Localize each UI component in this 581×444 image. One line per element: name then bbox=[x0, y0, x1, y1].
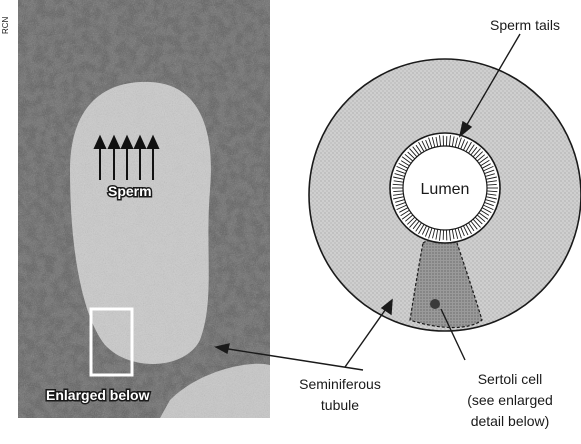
tubule-leader bbox=[345, 306, 388, 367]
sperm-tails-label: Sperm tails bbox=[490, 17, 560, 33]
tubule-label: tubule bbox=[321, 397, 359, 413]
micrograph-panel: Sperm Enlarged below bbox=[18, 0, 270, 418]
lumen-label: Lumen bbox=[421, 181, 470, 198]
micrograph-grain bbox=[18, 0, 270, 418]
enlarged-below-label: Enlarged below bbox=[46, 387, 150, 403]
tubule-diagram: Lumen Sperm tails Seminiferous tubule Se… bbox=[216, 17, 581, 429]
sertoli-label-line1: Sertoli cell bbox=[478, 371, 543, 387]
sperm-label: Sperm bbox=[108, 183, 152, 199]
seminiferous-label: Seminiferous bbox=[299, 376, 381, 392]
sertoli-label-line2: (see enlarged bbox=[467, 392, 553, 408]
sertoli-nucleus bbox=[430, 299, 440, 309]
sertoli-label-line3: detail below) bbox=[471, 413, 550, 429]
credit-text: RCN bbox=[1, 16, 10, 34]
